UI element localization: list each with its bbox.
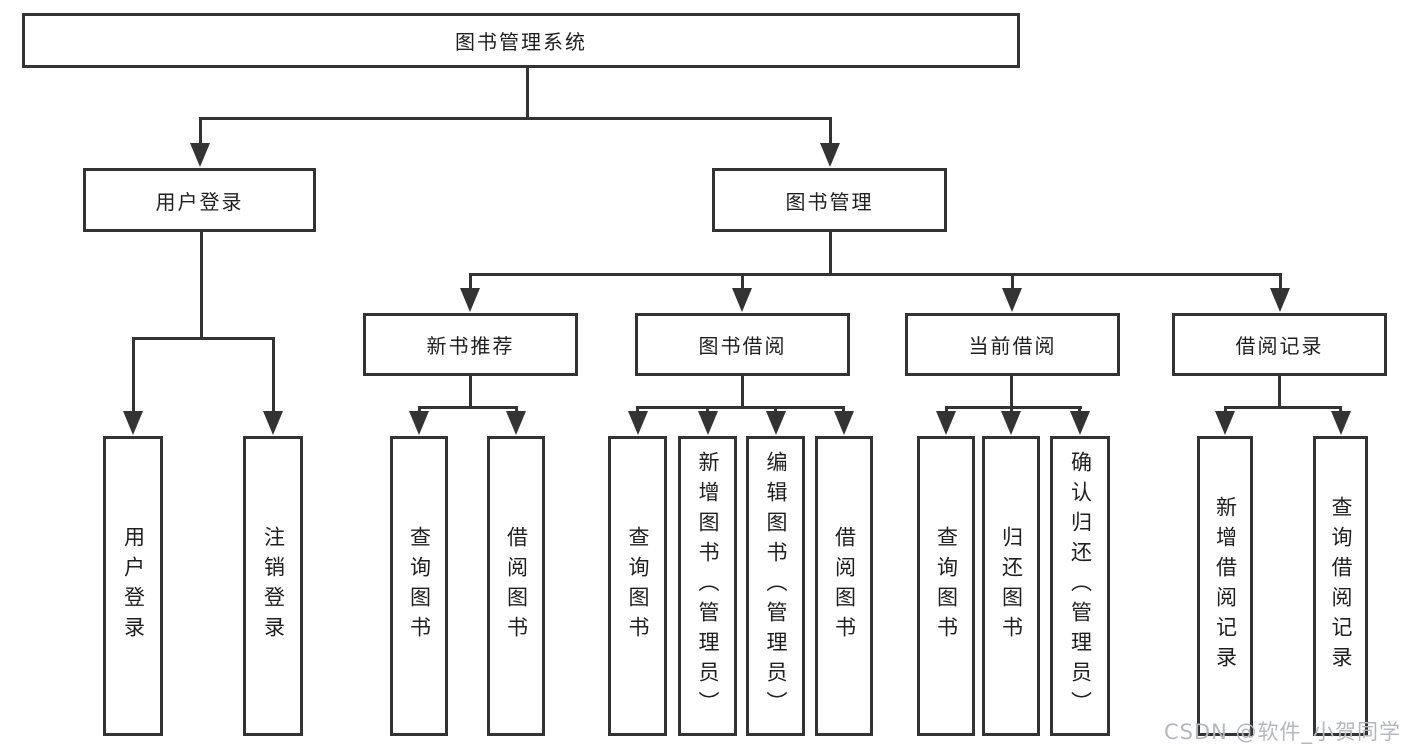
node-leaf-query-books-2: 查询图书 (608, 436, 667, 736)
node-label: 查询图书 (626, 526, 650, 646)
node-label: 新增借阅记录 (1213, 496, 1238, 676)
node-label: 查询借阅记录 (1329, 496, 1353, 676)
arrow-down-icon (628, 411, 648, 435)
node-label: 确认归还（管理员） (1068, 451, 1093, 721)
arrow-down-icon (1215, 411, 1235, 435)
connector-line (199, 117, 832, 120)
node-user-login: 用户登录 (83, 168, 316, 232)
arrow-down-icon (1002, 288, 1022, 312)
node-label: 新增图书（管理员） (696, 451, 720, 721)
connector-line (469, 275, 472, 290)
arrow-down-icon (409, 411, 429, 435)
node-label: 借阅记录 (1235, 334, 1324, 358)
connector-line (829, 118, 832, 146)
node-leaf-edit-book-admin: 编辑图书（管理员） (746, 436, 805, 736)
connector-line (1278, 376, 1281, 406)
connector-line (132, 337, 275, 340)
arrow-down-icon (1331, 411, 1351, 435)
connector-line (1279, 275, 1282, 290)
node-label: 图书管理 (785, 189, 874, 214)
arrow-down-icon (190, 143, 210, 167)
connector-line (1224, 406, 1342, 409)
node-label: 当前借阅 (968, 334, 1057, 358)
node-book-management: 图书管理 (712, 168, 947, 232)
node-label: 借阅图书 (832, 526, 857, 646)
node-label: 图书管理系统 (455, 30, 587, 54)
node-leaf-borrow-books-1: 借阅图书 (487, 436, 545, 736)
arrow-down-icon (460, 288, 480, 312)
connector-line (200, 232, 203, 337)
node-leaf-confirm-return-admin: 确认归还（管理员） (1050, 436, 1110, 736)
node-label: 图书借阅 (698, 334, 787, 358)
arrow-down-icon (820, 143, 840, 167)
arrow-down-icon (732, 288, 752, 312)
connector-line (418, 406, 518, 409)
node-label: 借阅图书 (504, 526, 529, 646)
arrow-down-icon (1070, 411, 1090, 435)
watermark-text: CSDN @软件_小贺同学 (1163, 720, 1401, 744)
arrow-down-icon (1270, 288, 1290, 312)
arrow-down-icon (1001, 411, 1021, 435)
node-current-borrow: 当前借阅 (905, 313, 1120, 376)
connector-line (741, 376, 744, 406)
connector-line (741, 275, 744, 290)
node-label: 编辑图书（管理员） (764, 451, 788, 721)
node-leaf-query-borrow-record: 查询借阅记录 (1313, 436, 1368, 736)
connector-line (469, 376, 472, 406)
node-label: 查询图书 (407, 526, 432, 646)
connector-line (132, 339, 135, 413)
connector-line (469, 273, 1282, 276)
node-label: 新书推荐 (426, 334, 515, 358)
connector-line (1010, 376, 1013, 406)
connector-line (636, 406, 845, 409)
connector-line (199, 118, 202, 146)
node-leaf-add-book-admin: 新增图书（管理员） (678, 436, 737, 736)
node-leaf-logout-login: 注销登录 (243, 436, 303, 736)
node-leaf-borrow-books-2: 借阅图书 (815, 436, 873, 736)
arrow-down-icon (766, 411, 786, 435)
node-label: 用户登录 (155, 189, 244, 214)
node-new-book-recommend: 新书推荐 (363, 313, 578, 376)
node-leaf-user-login: 用户登录 (103, 436, 163, 736)
arrow-down-icon (698, 411, 718, 435)
node-leaf-return-book: 归还图书 (982, 436, 1040, 736)
arrow-down-icon (834, 411, 854, 435)
node-label: 注销登录 (261, 526, 286, 646)
connector-line (272, 339, 275, 413)
node-root: 图书管理系统 (22, 13, 1020, 68)
arrow-down-icon (936, 411, 956, 435)
connector-line (829, 232, 832, 273)
arrow-down-icon (506, 411, 526, 435)
connector-line (945, 406, 1082, 409)
connector-line (526, 68, 529, 117)
node-label: 用户登录 (121, 526, 146, 646)
node-label: 归还图书 (999, 526, 1024, 646)
arrow-down-icon (263, 411, 283, 435)
node-book-borrow: 图书借阅 (635, 313, 850, 376)
node-label: 查询图书 (934, 526, 959, 646)
node-leaf-query-books-3: 查询图书 (917, 436, 975, 736)
node-borrow-records: 借阅记录 (1172, 313, 1387, 376)
node-leaf-add-borrow-record: 新增借阅记录 (1197, 436, 1253, 736)
arrow-down-icon (123, 411, 143, 435)
node-leaf-query-books-1: 查询图书 (390, 436, 448, 736)
connector-line (1011, 275, 1014, 290)
